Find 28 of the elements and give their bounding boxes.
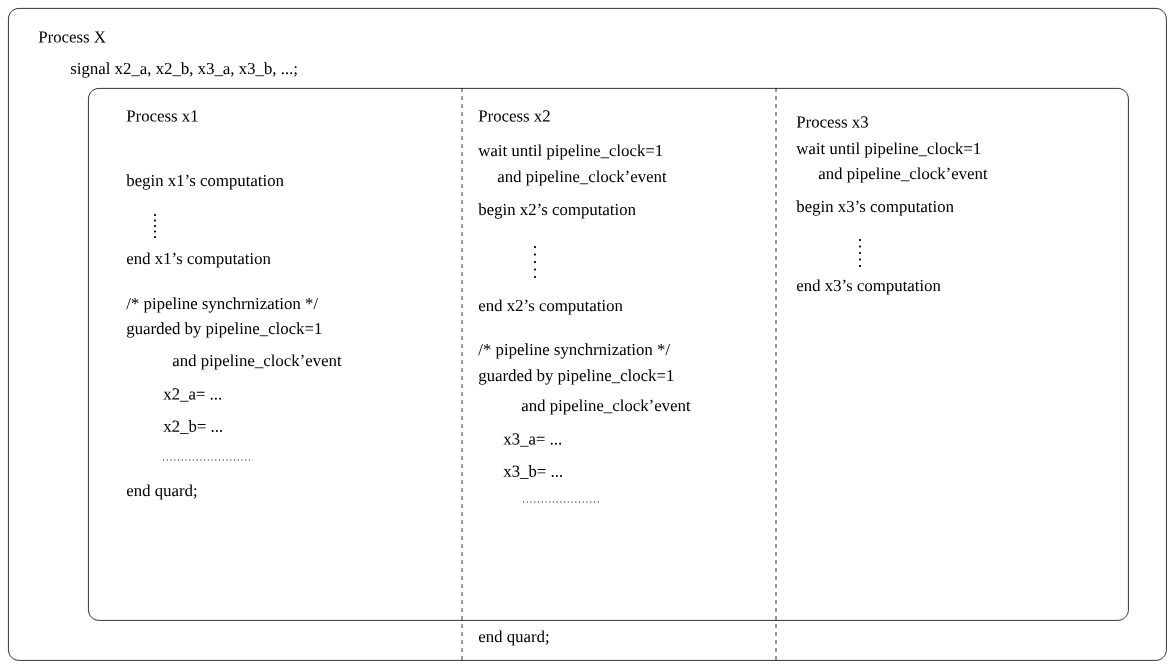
code-line: x3_a= ...	[503, 433, 562, 447]
code-line: wait until pipeline_clock=1	[796, 142, 981, 158]
code-line: begin x2’s computation	[478, 203, 636, 219]
code-line: begin x1’s computation	[126, 174, 284, 190]
code-line: and pipeline_clock’event	[818, 167, 988, 183]
code-line: end quard;	[126, 484, 197, 500]
process-frame	[88, 88, 1129, 621]
code-line: guarded by pipeline_clock=1	[479, 369, 674, 385]
code-line: wait until pipeline_clock=1	[478, 144, 663, 160]
code-line: and pipeline_clock’event	[172, 354, 342, 370]
code-line: guarded by pipeline_clock=1	[127, 322, 322, 338]
code-line: end quard;	[478, 630, 549, 646]
code-line: /* pipeline synchrnization */	[126, 297, 319, 313]
code-line: begin x3’s computation	[796, 200, 954, 216]
code-line: Process x3	[796, 116, 868, 128]
code-line: end x2’s computation	[478, 299, 623, 315]
code-line: x3_b= ...	[503, 465, 563, 479]
code-line: x2_b= ...	[163, 420, 223, 434]
code-line: end x1’s computation	[126, 252, 271, 268]
code-line: Process x1	[126, 110, 198, 122]
code-line: x2_a= ...	[163, 388, 222, 402]
code-line: signal x2_a, x2_b, x3_a, x3_b, ...;	[70, 62, 297, 78]
code-line: /* pipeline synchrnization */	[478, 343, 671, 359]
code-line: Process x2	[478, 110, 550, 122]
code-line: end x3’s computation	[796, 279, 941, 295]
code-line: Process X	[38, 31, 106, 43]
code-line: and pipeline_clock’event	[521, 399, 691, 415]
code-line: and pipeline_clock’event	[497, 170, 667, 186]
